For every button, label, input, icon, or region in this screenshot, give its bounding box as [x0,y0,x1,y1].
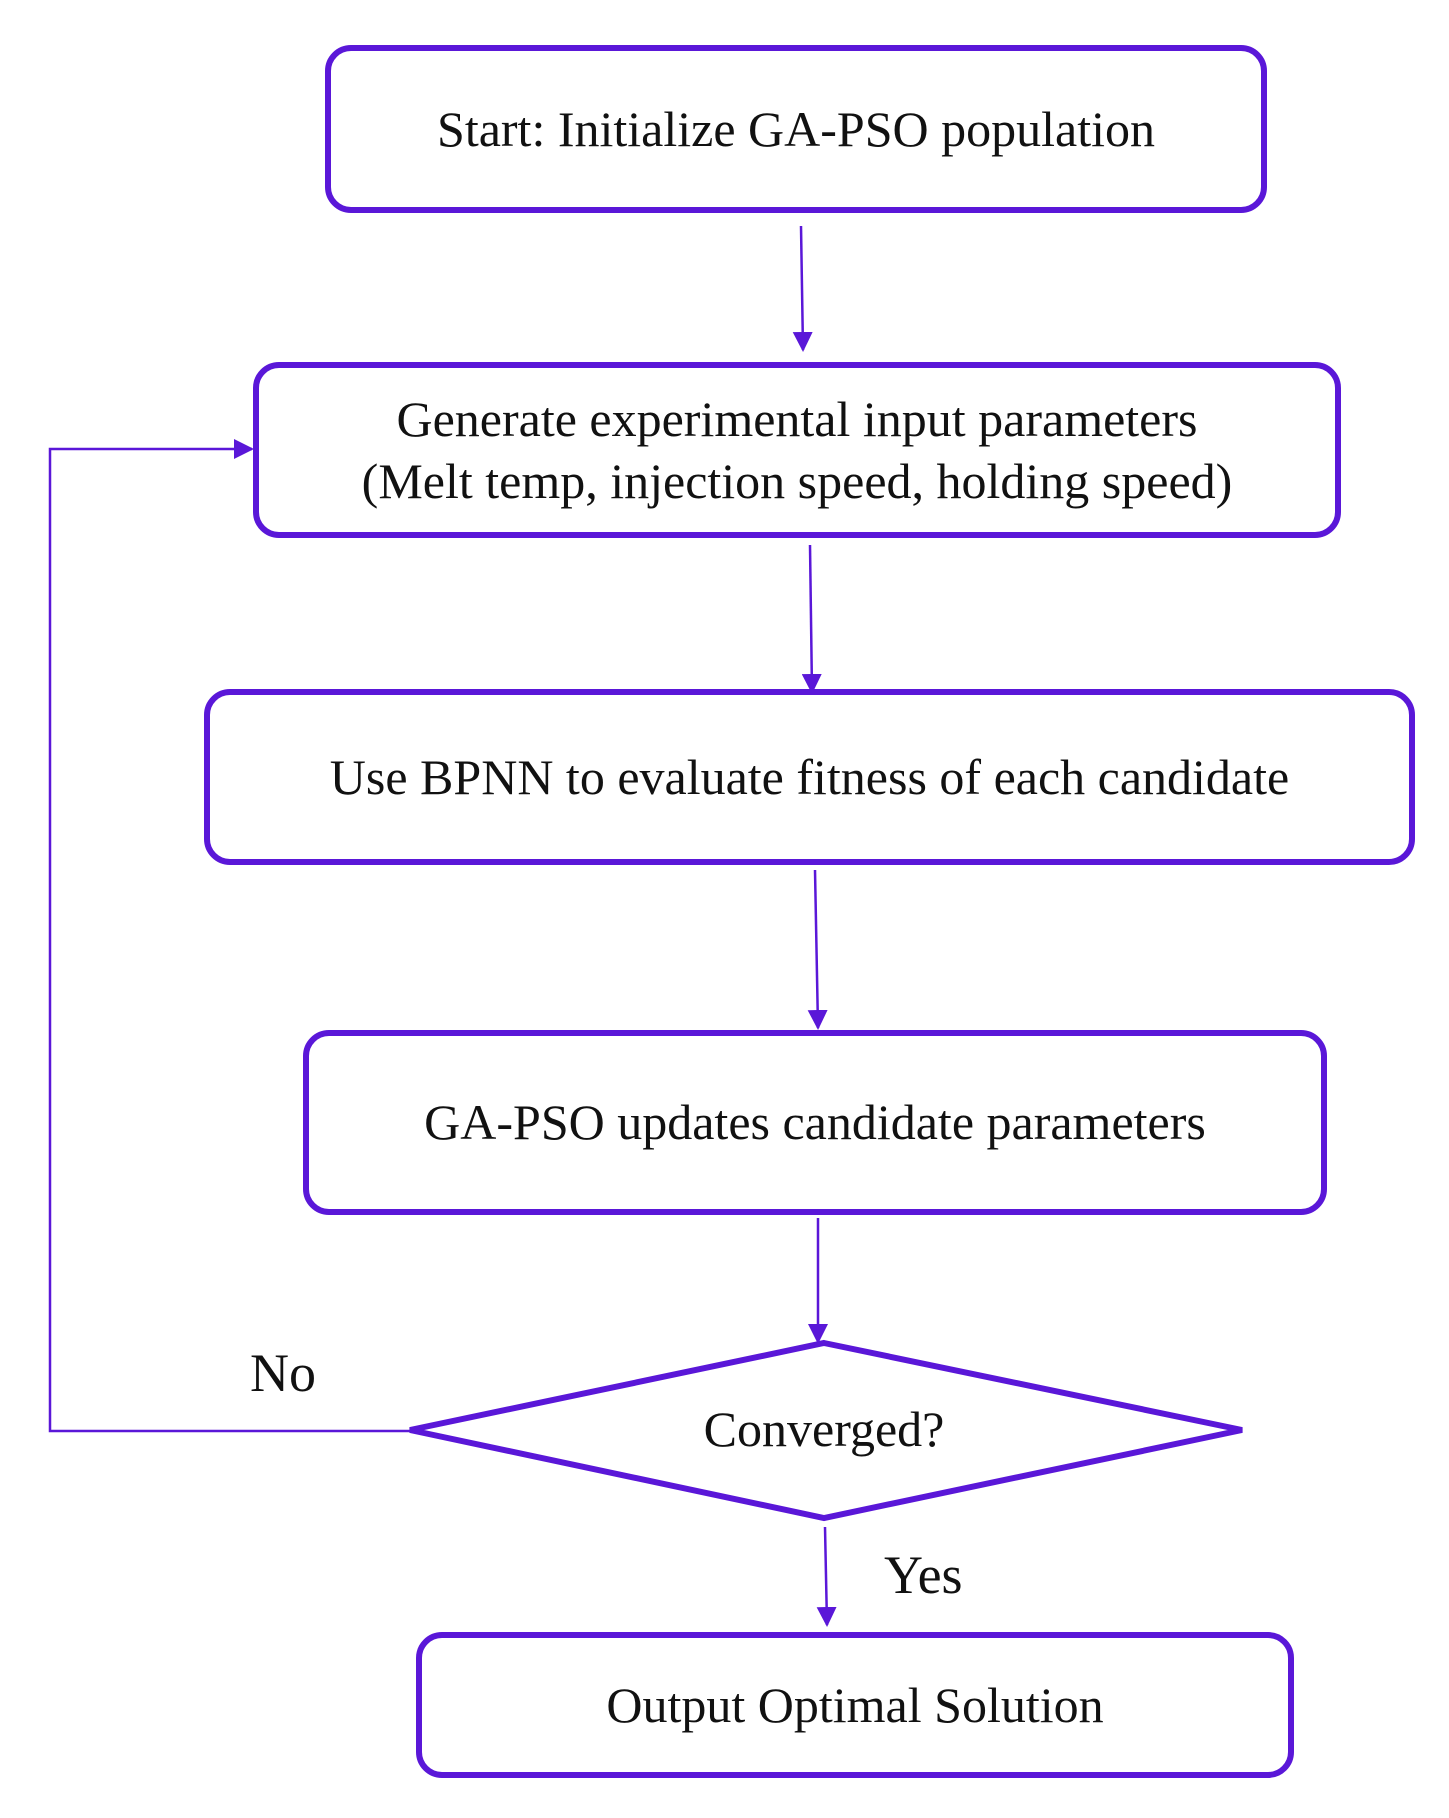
update-node-text: GA-PSO updates candidate parameters [424,1094,1206,1151]
arrow-decision-to-output [816,1526,837,1627]
branch-label-yes: Yes [884,1548,963,1602]
no-label-text: No [250,1343,316,1403]
update-node: GA-PSO updates candidate parameters [303,1030,1327,1215]
arrow-start-to-generate [792,225,813,352]
decision-diamond [409,1339,1243,1522]
branch-label-no: No [250,1346,316,1400]
yes-label-text: Yes [884,1545,963,1605]
arrow-evaluate-to-update [807,869,828,1030]
output-node: Output Optimal Solution [416,1632,1294,1778]
feedback-loop-no [48,439,410,1433]
evaluate-node-text: Use BPNN to evaluate fitness of each can… [329,748,1290,805]
output-node-text: Output Optimal Solution [606,1676,1104,1733]
start-node-text: Start: Initialize GA-PSO population [437,100,1155,157]
generate-node-line2: (Melt temp, injection speed, holding spe… [361,453,1233,509]
generate-node-line1: Generate experimental input parameters [396,390,1198,447]
generate-node: Generate experimental input parameters (… [253,362,1341,538]
evaluate-node: Use BPNN to evaluate fitness of each can… [204,689,1415,865]
decision-node-text: Converged? [624,1404,1024,1454]
start-node: Start: Initialize GA-PSO population [325,45,1267,213]
arrow-generate-to-evaluate [801,544,822,694]
decision-text: Converged? [703,1401,945,1457]
